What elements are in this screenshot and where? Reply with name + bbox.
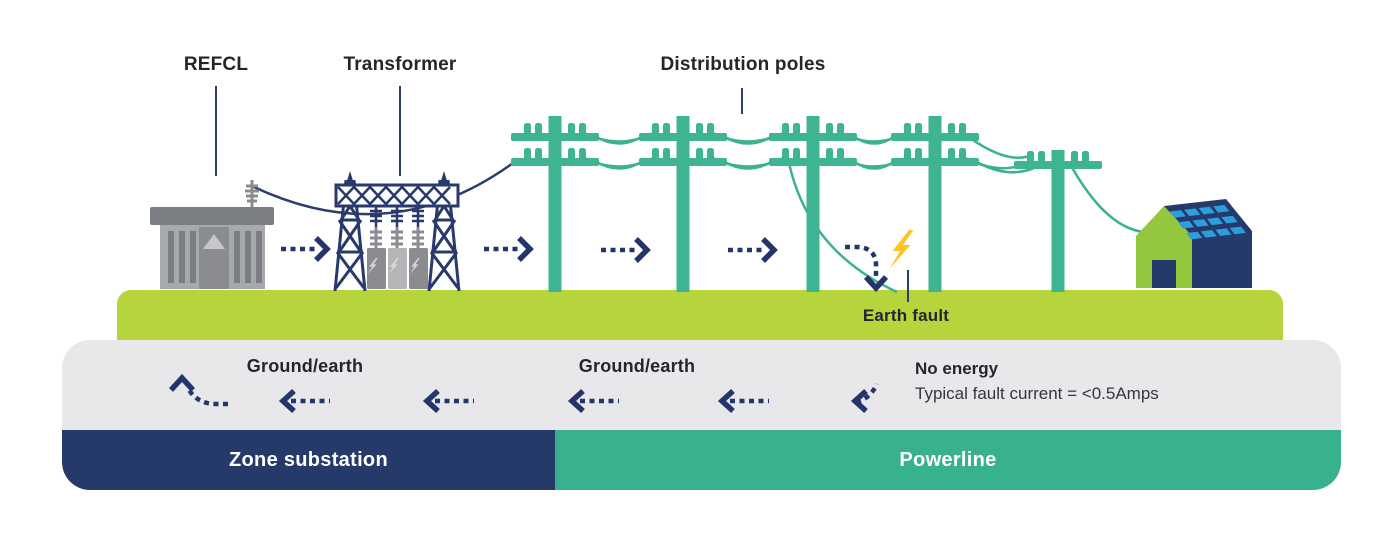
distribution-pole-icon: [511, 116, 599, 292]
substation-building-icon: [150, 180, 274, 289]
ground-return-arrow-icon: [187, 388, 228, 407]
ground-return-arrows: [168, 373, 880, 414]
fallen-fault-wire: [786, 157, 898, 294]
zone-substation-bar: Zone substation: [62, 430, 555, 490]
zone-substation-label: Zone substation: [229, 448, 388, 471]
no-energy-title: No energy: [915, 359, 999, 378]
feeder-wire: [251, 161, 514, 216]
distribution-poles-group: [511, 116, 1102, 292]
powerline-bar: Powerline: [555, 430, 1341, 490]
gantry-insulators-icon: [370, 206, 424, 248]
transformer-label: Transformer: [343, 54, 457, 75]
refcl-label: REFCL: [183, 54, 249, 75]
house-solar-icon: [1136, 199, 1252, 288]
ground-return-band: [62, 340, 1341, 430]
lightning-bolt-icon: [889, 230, 914, 269]
no-energy-detail: Typical fault current = <0.5Amps: [915, 384, 1159, 403]
powerline-label: Powerline: [899, 448, 997, 471]
distribution-poles-label: Distribution poles: [660, 54, 826, 75]
distribution-pole-icon: [1014, 150, 1102, 292]
ground-strip: [117, 290, 1283, 342]
distribution-pole-icon: [639, 116, 727, 292]
power-flow-arrows: [281, 236, 889, 293]
distribution-pole-icon: [891, 116, 979, 292]
solar-panels-icon: [1169, 205, 1246, 240]
transformer-gantry-icon: [333, 171, 461, 292]
distribution-pole-icon: [769, 116, 857, 292]
ground-earth-label-left: Ground/earth: [246, 356, 364, 376]
door-triangle-icon: [203, 234, 225, 249]
house-door-icon: [1152, 260, 1176, 288]
label-pointer-lines: [215, 86, 909, 302]
building-insulator-icon: [245, 180, 259, 208]
earth-fault-label: Earth fault: [862, 306, 950, 325]
power-flow-arrow-icon: [845, 244, 879, 276]
ground-earth-label-right: Ground/earth: [578, 356, 696, 376]
transformer-units-icon: [367, 248, 428, 289]
